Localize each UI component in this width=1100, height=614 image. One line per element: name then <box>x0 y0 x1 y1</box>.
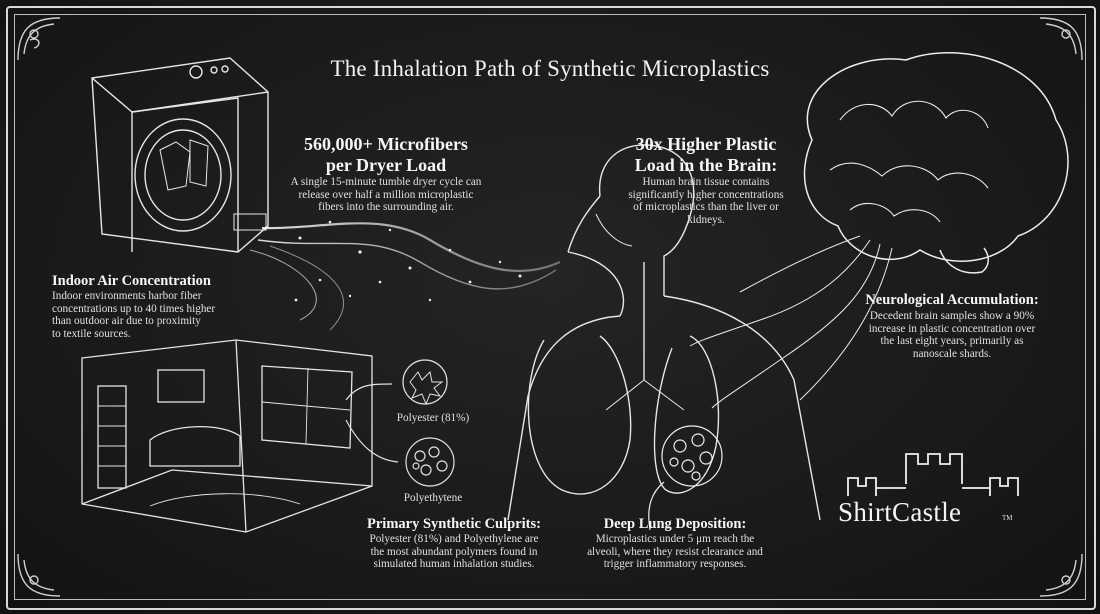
alveoli-inset <box>648 425 723 531</box>
culprits-body-line: Polyester (81%) and Polyethylene are <box>369 533 539 545</box>
dryer-heading-line2: per Dryer Load <box>325 155 447 175</box>
neuro-body-line: the last eight years, primarily as <box>880 335 1024 347</box>
brain-load-body-line: kidneys. <box>687 213 725 226</box>
brain-load-body-line: significantly higher concentrations <box>628 188 784 201</box>
indoor-body: Indoor environments harbor fiber concent… <box>52 290 292 340</box>
dryer-body-line: release over half a million microplastic <box>298 188 474 201</box>
corner-ornament-top-left <box>17 17 61 61</box>
polymer-callouts <box>345 359 455 487</box>
indoor-heading: Indoor Air Concentration <box>52 273 211 289</box>
lung-body-line: alveoli, where they resist clearance and <box>587 545 763 558</box>
neuro-body-line: increase in plastic concentration over <box>868 322 1036 335</box>
neuro-body-line: Decedent brain samples show a 90% <box>869 310 1035 322</box>
culprits-body-line: the most abundant polymers found in <box>370 545 538 558</box>
brain-load-heading: 30x Higher Plastic Load in the Brain: <box>606 134 806 176</box>
neuro-heading: Neurological Accumulation: <box>865 292 1039 308</box>
lung-heading: Deep Lung Deposition: <box>603 516 747 532</box>
culprits-heading: Primary Synthetic Culprits: <box>367 516 541 532</box>
page-title: The Inhalation Path of Synthetic Micropl… <box>330 56 770 81</box>
polyester-label: Polyester (81%) <box>396 412 470 424</box>
lung-body: Microplastics under 5 μm reach the alveo… <box>560 533 790 571</box>
room-illustration <box>81 339 373 533</box>
lung-body-line: trigger inflammatory responses. <box>603 558 747 570</box>
dryer-illustration <box>91 57 269 253</box>
brain-illustration <box>689 52 1069 409</box>
dryer-heading: 560,000+ Microfibers per Dryer Load <box>286 134 486 176</box>
fiber-stream <box>249 220 561 331</box>
inner-frame <box>14 14 1086 600</box>
polyethylene-label: Polyethytene <box>403 492 463 504</box>
logo-trademark: TM <box>1002 514 1013 522</box>
brain-load-body-line: of microplastics than the liver or <box>633 201 779 213</box>
outer-frame <box>6 6 1096 610</box>
corner-ornament-top-right <box>1039 17 1083 61</box>
human-anatomy-illustration <box>507 144 821 521</box>
indoor-body-line: Indoor environments harbor fiber <box>52 290 202 302</box>
logo-wordmark: ShirtCastle <box>838 497 962 527</box>
corner-ornament-bottom-left <box>17 553 61 597</box>
indoor-body-line: to textile sources. <box>52 327 131 340</box>
brain-load-body: Human brain tissue contains significantl… <box>608 176 804 226</box>
neuro-body: Decedent brain samples show a 90% increa… <box>846 310 1058 360</box>
dryer-heading-line1: 560,000+ Microfibers <box>304 134 468 154</box>
dryer-body: A single 15-minute tumble dryer cycle ca… <box>280 176 492 214</box>
dryer-body-line: A single 15-minute tumble dryer cycle ca… <box>290 176 482 188</box>
indoor-body-line: than outdoor air due to proximity <box>52 315 201 327</box>
culprits-body: Polyester (81%) and Polyethylene are the… <box>338 533 570 571</box>
culprits-body-line: simulated human inhalation studies. <box>373 558 535 570</box>
castle-logo-mark <box>847 453 1019 496</box>
brain-load-heading-line2: Load in the Brain: <box>634 155 778 175</box>
dryer-body-line: fibers into the surrounding air. <box>318 201 454 213</box>
neuro-body-line: nanoscale shards. <box>912 347 992 360</box>
corner-ornament-bottom-right <box>1039 553 1083 597</box>
brain-load-body-line: Human brain tissue contains <box>642 176 770 188</box>
lung-body-line: Microplastics under 5 μm reach the <box>595 533 755 545</box>
indoor-body-line: concentrations up to 40 times higher <box>52 302 216 315</box>
brain-load-heading-line1: 30x Higher Plastic <box>635 134 777 154</box>
